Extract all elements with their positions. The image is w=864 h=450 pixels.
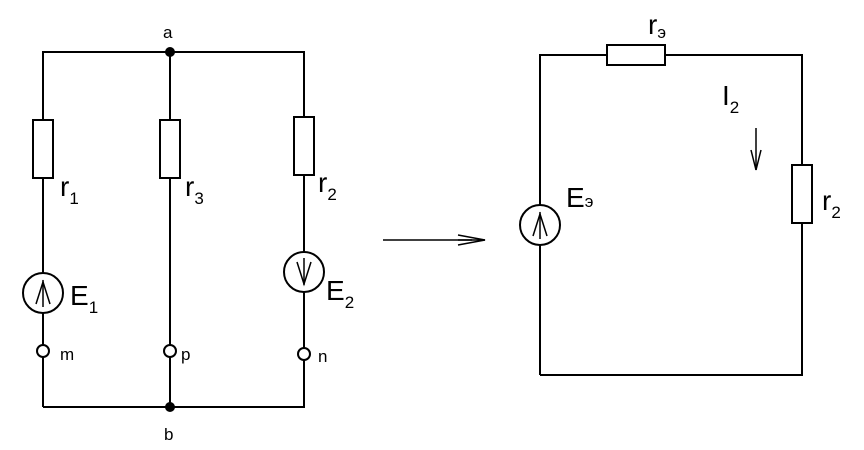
right-frame-wire — [539, 54, 803, 376]
resistor-re — [606, 44, 666, 66]
left-circuit: a b r1 r3 r2 E1 E2 — [22, 23, 354, 444]
right-circuit: rэ r2 Eэ I2 — [519, 9, 841, 376]
label-r2-left: r2 — [318, 167, 337, 204]
terminal-p-label: p — [181, 345, 190, 364]
resistor-r1 — [32, 119, 54, 179]
label-r3: r3 — [185, 171, 204, 208]
current-I2-indicator: I2 — [722, 80, 762, 171]
current-arrow-down-icon — [750, 149, 762, 171]
label-r2-right: r2 — [822, 185, 841, 222]
source-arrow-up-icon — [35, 279, 51, 305]
source-arrow-down-icon — [296, 261, 312, 287]
source-Ee — [519, 204, 561, 246]
node-a-dot — [165, 47, 175, 57]
terminal-m-label: m — [60, 345, 74, 364]
source-E1 — [22, 272, 64, 314]
node-b-label: b — [164, 425, 173, 444]
resistor-r3 — [159, 119, 181, 179]
node-a-label: a — [163, 23, 173, 42]
transform-arrow-icon — [383, 234, 486, 246]
terminal-n-label: n — [318, 347, 327, 366]
source-arrow-up-icon — [532, 211, 548, 237]
terminal-m-ring — [36, 344, 50, 358]
resistor-r2 — [293, 116, 315, 176]
label-Ee: Eэ — [566, 182, 593, 213]
node-b-dot — [165, 402, 175, 412]
label-E2: E2 — [326, 275, 354, 312]
resistor-r2-right — [791, 164, 813, 224]
terminal-p-ring — [163, 344, 177, 358]
terminal-n-ring — [297, 347, 311, 361]
label-r1: r1 — [60, 171, 79, 208]
label-I2: I2 — [722, 80, 739, 117]
label-E1: E1 — [70, 280, 98, 317]
source-E2 — [283, 251, 325, 293]
label-re: rэ — [648, 9, 666, 42]
